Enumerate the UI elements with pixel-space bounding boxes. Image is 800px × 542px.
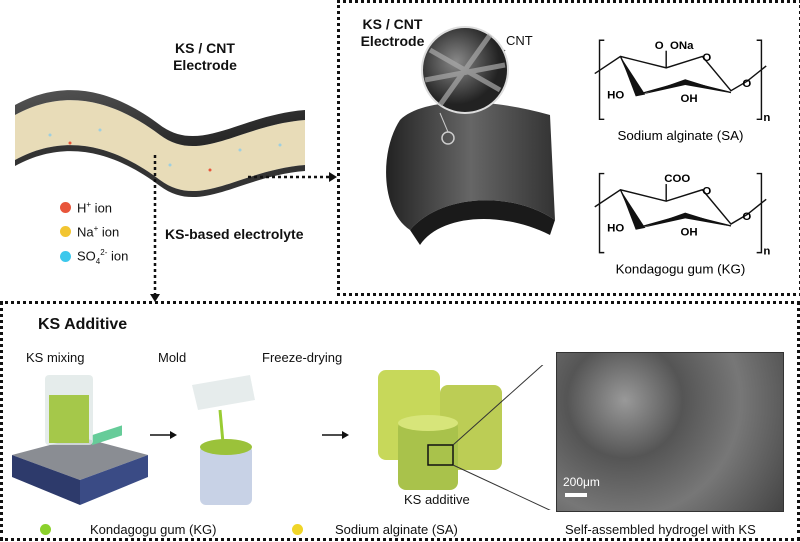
detail-title-line2: Electrode xyxy=(360,33,425,49)
scale-bar-label: 200μm xyxy=(563,475,600,489)
electrode-title-line2: Electrode xyxy=(173,57,237,73)
bottom-legend: Kondagogu gum (KG) Sodium alginate (SA) … xyxy=(30,522,800,542)
process-illustration xyxy=(12,365,551,510)
kg-group: COO xyxy=(664,173,690,185)
sem-image: 200μm xyxy=(556,352,784,512)
step-freeze-drying: Freeze-drying xyxy=(262,350,343,365)
kg-ring-o: O xyxy=(702,186,711,198)
sa-name: Sodium alginate (SA) xyxy=(617,128,743,143)
scale-bar xyxy=(565,493,587,497)
ks-additive-label: KS additive xyxy=(404,492,470,507)
electrode-sheet-illustration xyxy=(15,90,305,198)
sa-ring-o: O xyxy=(702,52,711,64)
na-ion-label: Na+ ion xyxy=(77,224,120,240)
ks-additive-title: KS Additive xyxy=(38,316,128,333)
sa-n: n xyxy=(763,112,770,124)
legend-na-ion: Na+ ion xyxy=(60,224,119,239)
electrode-detail-title: KS / CNT Electrode xyxy=(355,16,430,50)
detail-title-line1: KS / CNT xyxy=(362,16,423,32)
legend-h-ion: H+ ion xyxy=(60,200,112,215)
so4-ion-marker xyxy=(60,251,71,263)
kg-link-o: O xyxy=(742,211,751,223)
kg-ho: HO xyxy=(607,223,624,235)
na-ion-marker xyxy=(60,226,71,238)
so4-ion-label: SO42- ion xyxy=(77,248,129,266)
kondagogu-gum-structure: COO O O HO OH n Kondagogu gum (KG) xyxy=(594,172,770,277)
kg-name: Kondagogu gum (KG) xyxy=(616,262,746,277)
cnt-electrode-illustration xyxy=(386,26,555,245)
h-ion-marker xyxy=(60,202,71,214)
chemical-structures: O ONa O O HO OH n Sodium alginate (SA) C… xyxy=(594,39,770,277)
h-ion-label: H+ ion xyxy=(77,200,113,216)
sa-ho: HO xyxy=(607,89,624,101)
electrode-title: KS / CNT Electrode xyxy=(160,40,250,74)
sa-link-o: O xyxy=(742,78,751,90)
sa-group: ONa xyxy=(670,40,694,52)
kg-n: n xyxy=(763,246,770,258)
electrode-title-line1: KS / CNT xyxy=(175,40,235,56)
step-ks-mixing: KS mixing xyxy=(26,350,85,365)
sa-oh: OH xyxy=(680,93,697,105)
electrolyte-label: KS-based electrolyte xyxy=(165,226,304,242)
kg-oh: OH xyxy=(680,226,697,238)
legend-so4-ion: SO42- ion xyxy=(60,248,128,266)
sa-carbonyl-o: O xyxy=(655,40,664,52)
connector-arrows xyxy=(150,155,337,302)
step-mold: Mold xyxy=(158,350,187,365)
cnt-label: CNT xyxy=(506,33,533,48)
sodium-alginate-structure: O ONa O O HO OH n Sodium alginate (SA) xyxy=(594,39,770,143)
